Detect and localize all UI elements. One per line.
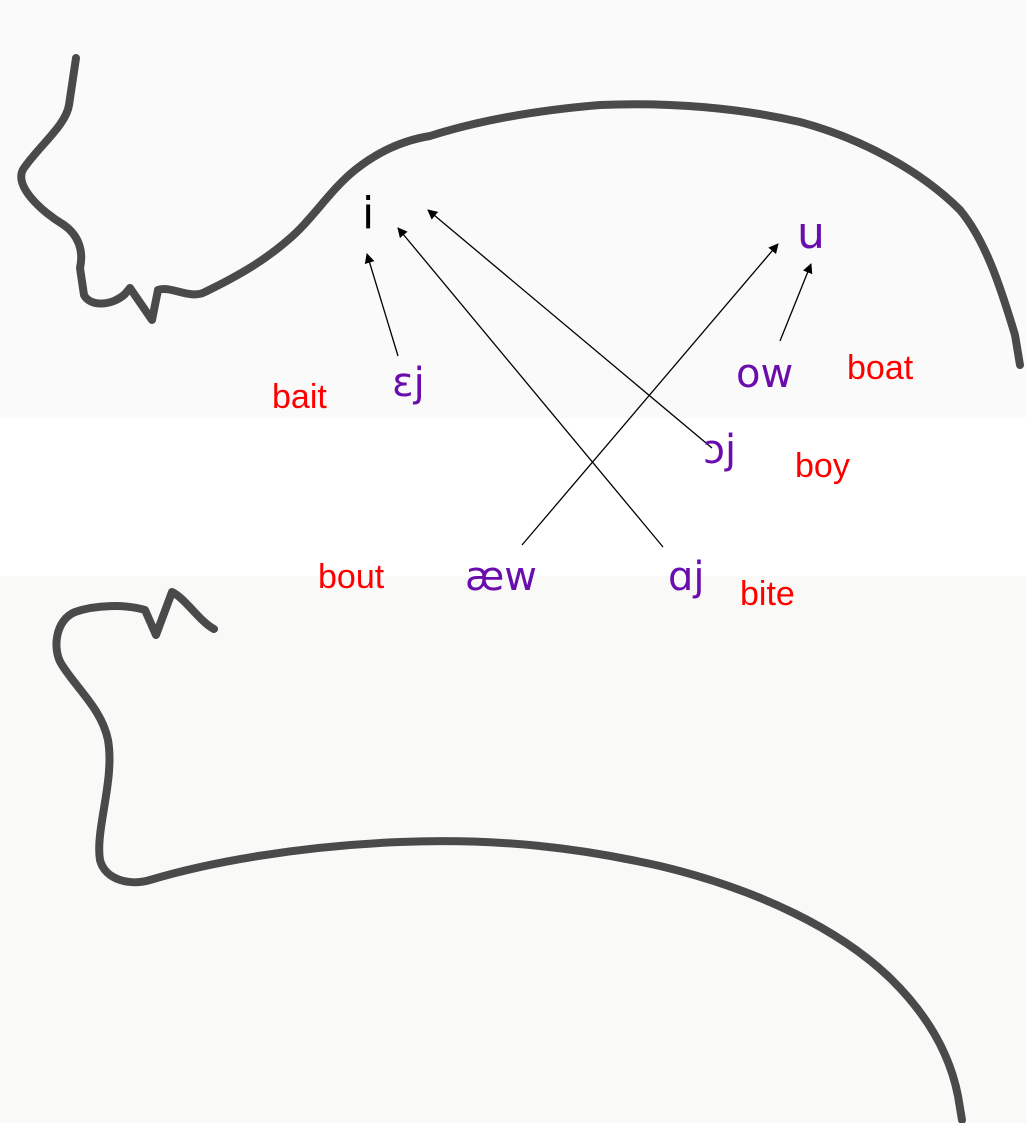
- diphthong-ow-label: ow: [736, 351, 794, 397]
- keyword-boy: boy: [795, 447, 850, 485]
- upper-profile-contour: [17, 54, 1024, 369]
- vowel-i-label: i: [362, 188, 375, 239]
- diphthong-ej-label: ɛj: [392, 360, 425, 406]
- arrow-ej-to-i: [364, 253, 399, 357]
- vowel-u-label: u: [797, 208, 825, 259]
- keyword-boat: boat: [847, 349, 914, 387]
- middle-background: [0, 418, 1026, 576]
- keyword-bout: bout: [318, 558, 385, 596]
- keyword-bite: bite: [740, 575, 795, 613]
- lower-photo-background: [0, 576, 1026, 1123]
- diphthong-aj-label: ɑj: [668, 554, 705, 600]
- keyword-bait: bait: [272, 378, 327, 416]
- arrow-aj-to-i: [397, 227, 664, 548]
- arrow-aew-to-u: [521, 243, 779, 546]
- arrow-ow-to-u: [779, 263, 813, 342]
- diphthong-oj-label: ɔj: [703, 427, 737, 473]
- arrow-oj-to-i: [427, 209, 713, 449]
- diphthong-aew-label: æw: [465, 554, 537, 600]
- upper-photo-background: [0, 0, 1026, 418]
- lower-profile-contour: [52, 588, 966, 1123]
